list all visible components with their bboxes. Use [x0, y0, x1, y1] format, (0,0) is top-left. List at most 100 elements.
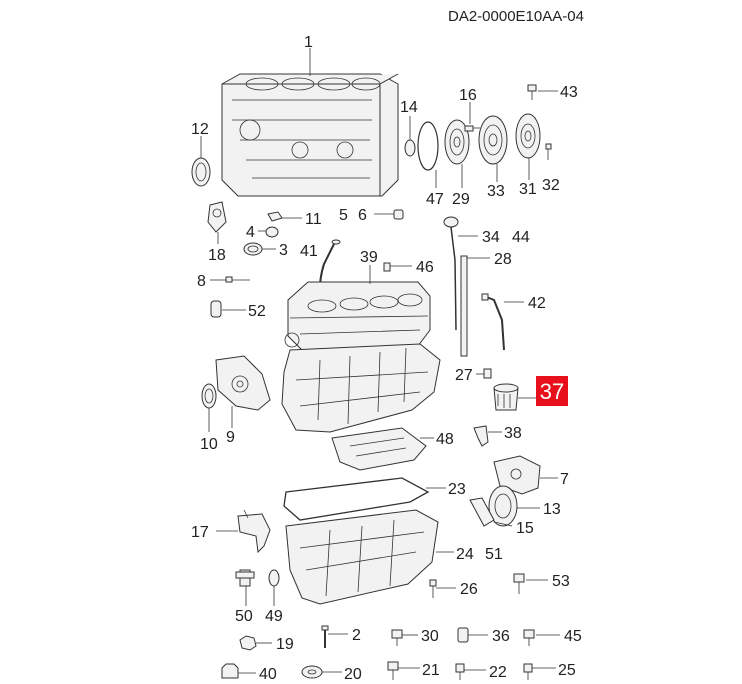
- callout-13: 13: [543, 501, 561, 518]
- part-oil-pickup-17[interactable]: [237, 509, 271, 554]
- callout-15: 15: [516, 520, 534, 537]
- callout-47: 47: [426, 191, 444, 208]
- part-oil-line-42[interactable]: [481, 293, 505, 351]
- part-bolt-21[interactable]: [387, 661, 399, 680]
- callout-24: 24: [456, 546, 474, 563]
- callout-43: 43: [560, 84, 578, 101]
- part-bolt-25[interactable]: [523, 663, 533, 680]
- highlighted-part-label: 37: [540, 379, 564, 404]
- callout-8: 8: [197, 273, 206, 290]
- part-cylinder-head[interactable]: [284, 281, 431, 351]
- part-seal-15[interactable]: [469, 497, 495, 527]
- callout-53: 53: [552, 573, 570, 590]
- part-drain-plug-50[interactable]: [235, 569, 255, 587]
- highlight-badge-37[interactable]: 37: [536, 376, 568, 406]
- part-bolt-43[interactable]: [527, 84, 537, 100]
- callout-52: 52: [248, 303, 266, 320]
- callout-31: 31: [519, 181, 537, 198]
- callout-28: 28: [494, 251, 512, 268]
- part-bolt-16[interactable]: [464, 125, 480, 132]
- callout-4: 4: [246, 224, 255, 241]
- part-dowel-52[interactable]: [210, 300, 222, 318]
- callout-45: 45: [564, 628, 582, 645]
- document-id: DA2-0000E10AA-04: [448, 8, 584, 25]
- part-seal-carrier-13[interactable]: [488, 485, 518, 527]
- part-oil-baffle-48[interactable]: [331, 427, 427, 471]
- part-bolt-30[interactable]: [391, 629, 403, 646]
- callout-9: 9: [226, 429, 235, 446]
- callout-41: 41: [300, 243, 318, 260]
- callout-27: 27: [455, 367, 473, 384]
- callout-40: 40: [259, 666, 277, 683]
- callout-5: 5: [339, 207, 348, 224]
- callout-49: 49: [265, 608, 283, 625]
- callout-26: 26: [460, 581, 478, 598]
- part-bolt-32[interactable]: [545, 143, 552, 160]
- callout-6: 6: [358, 207, 367, 224]
- part-crankcase[interactable]: [281, 343, 441, 433]
- callout-34: 34: [482, 229, 500, 246]
- callout-50: 50: [235, 608, 253, 625]
- callout-39: 39: [360, 249, 378, 266]
- part-clutch-disc[interactable]: [478, 115, 508, 165]
- part-seal-housing-18[interactable]: [207, 201, 227, 233]
- part-11[interactable]: [267, 211, 283, 222]
- part-nut-19[interactable]: [239, 635, 257, 651]
- callout-11: 11: [305, 211, 322, 228]
- callout-32: 32: [542, 177, 560, 194]
- part-bolt-2[interactable]: [321, 625, 329, 648]
- part-plug-4[interactable]: [265, 226, 279, 238]
- callout-38: 38: [504, 425, 522, 442]
- callout-19: 19: [276, 636, 294, 653]
- part-gasket-47[interactable]: [417, 121, 439, 171]
- callout-16: 16: [459, 87, 477, 104]
- part-oil-pump-9[interactable]: [215, 355, 271, 411]
- callout-42: 42: [528, 295, 546, 312]
- part-oil-filter-37[interactable]: [493, 383, 519, 411]
- part-seal-10[interactable]: [201, 383, 217, 409]
- part-bracket-38[interactable]: [473, 425, 489, 447]
- part-bolt-27[interactable]: [483, 368, 492, 379]
- part-bolt-53[interactable]: [513, 573, 525, 594]
- callout-1: 1: [304, 34, 313, 51]
- part-engine-block[interactable]: [221, 73, 399, 197]
- callout-25: 25: [558, 662, 576, 679]
- callout-20: 20: [344, 666, 362, 683]
- part-plug-6[interactable]: [393, 209, 404, 220]
- part-o-ring-14[interactable]: [404, 139, 416, 157]
- callout-17: 17: [191, 524, 209, 541]
- callout-30: 30: [421, 628, 439, 645]
- callout-12: 12: [191, 121, 209, 138]
- part-stud-8[interactable]: [225, 276, 250, 283]
- part-dipstick-guide-28[interactable]: [460, 255, 468, 357]
- part-nut-40[interactable]: [221, 663, 239, 679]
- callout-46: 46: [416, 259, 434, 276]
- part-pressure-plate[interactable]: [515, 113, 541, 159]
- callout-2: 2: [352, 627, 361, 644]
- part-dipstick-34[interactable]: [443, 216, 459, 331]
- callout-7: 7: [560, 471, 569, 488]
- callout-14: 14: [400, 99, 418, 116]
- callout-29: 29: [452, 191, 470, 208]
- callout-22: 22: [489, 664, 507, 681]
- part-rear-seal[interactable]: [191, 157, 211, 187]
- part-bolt-46[interactable]: [383, 262, 391, 272]
- callout-10: 10: [200, 436, 218, 453]
- callout-51: 51: [485, 546, 503, 563]
- callout-23: 23: [448, 481, 466, 498]
- callout-33: 33: [487, 183, 505, 200]
- part-bolt-45[interactable]: [523, 629, 535, 646]
- part-seal-ring-3[interactable]: [243, 242, 263, 256]
- callout-18: 18: [208, 247, 226, 264]
- part-washer-20[interactable]: [301, 665, 323, 679]
- part-oil-pan-24[interactable]: [285, 509, 439, 605]
- part-bolt-26[interactable]: [429, 579, 437, 598]
- part-flywheel[interactable]: [444, 119, 470, 165]
- callout-3: 3: [279, 242, 288, 259]
- callout-48: 48: [436, 431, 454, 448]
- part-washer-49[interactable]: [268, 569, 280, 587]
- part-oil-pan-gasket-23[interactable]: [283, 477, 430, 521]
- part-bolt-22[interactable]: [455, 663, 465, 680]
- part-sleeve-36[interactable]: [457, 627, 469, 643]
